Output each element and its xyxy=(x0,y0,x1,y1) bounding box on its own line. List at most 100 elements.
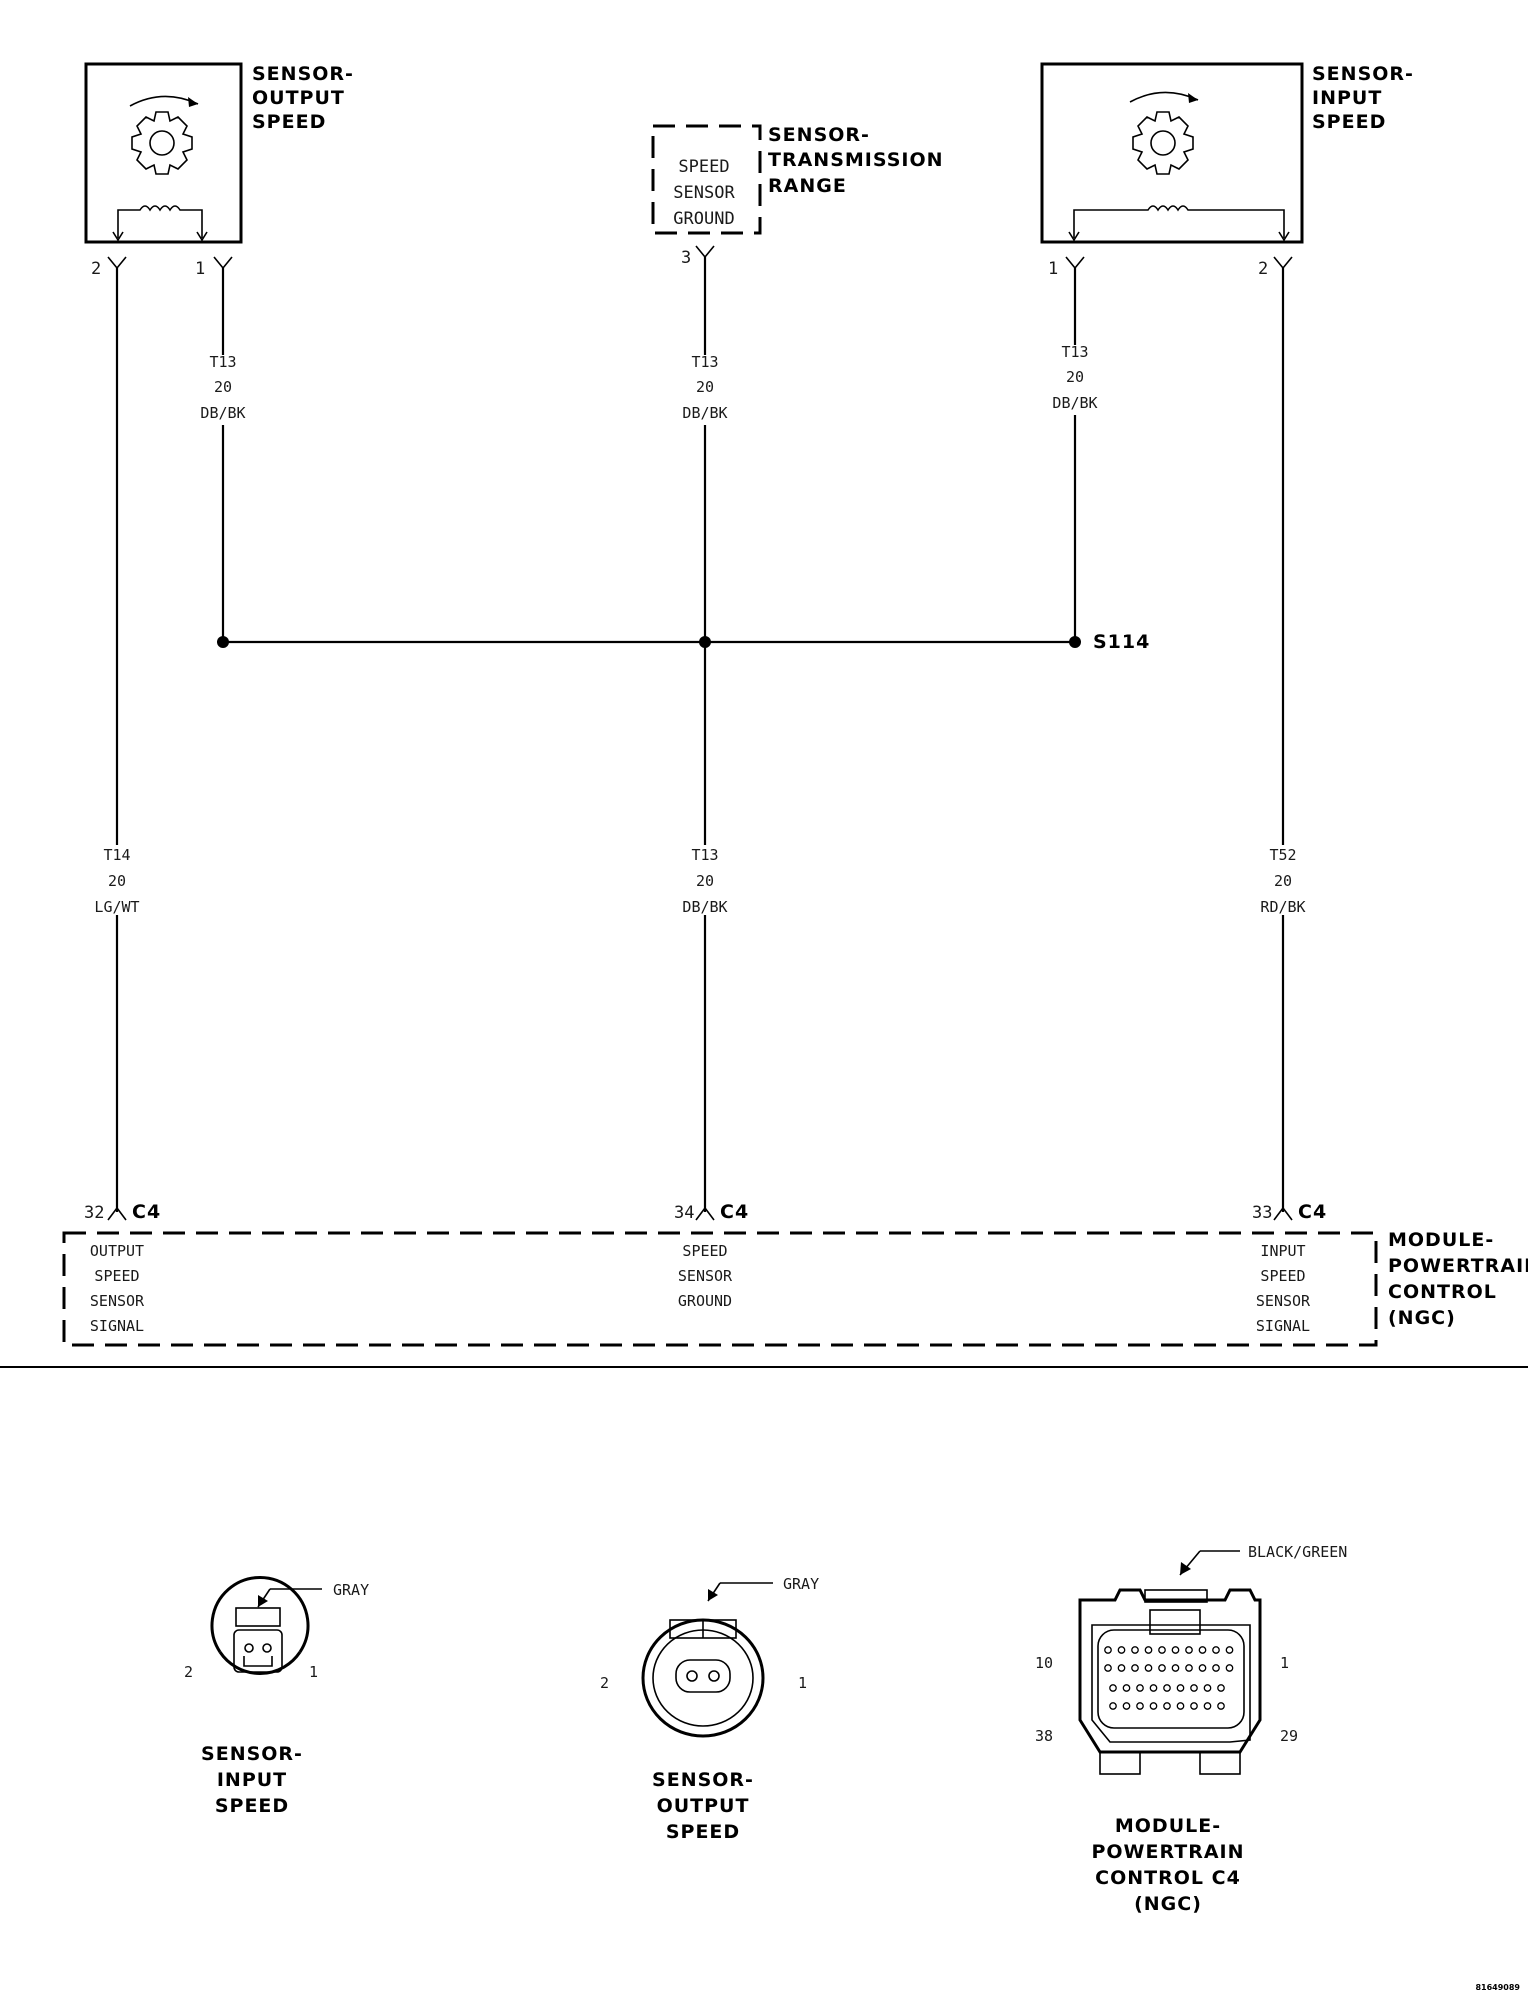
pcm-label-right: SPEED xyxy=(1260,1267,1305,1285)
pcm-pin-34: 34 xyxy=(674,1203,694,1223)
pcm-pin-cavity xyxy=(1203,1702,1212,1710)
pcm-connector-c4: C4 xyxy=(132,1201,161,1223)
wire-label: DB/BK xyxy=(200,404,245,422)
pcm-title-1: MODULE- xyxy=(1388,1229,1494,1251)
sensor-range-inner-3: GROUND xyxy=(673,209,734,229)
pcm-pin-cavity xyxy=(1158,1646,1166,1654)
wire-label: 20 xyxy=(696,872,714,890)
sensor-output-title-1: SENSOR- xyxy=(252,63,354,85)
wire-label: T14 xyxy=(103,846,130,864)
pcm-connector-color: BLACK/GREEN xyxy=(1248,1543,1347,1561)
pcm-pin-cavity xyxy=(1131,1646,1139,1654)
rotation-arrow-icon xyxy=(129,95,199,107)
pcm-label-left: SPEED xyxy=(94,1267,139,1285)
pcm-pin-cavity xyxy=(1104,1664,1112,1672)
connector-view-output: GRAY 2 1 SENSOR- OUTPUT SPEED xyxy=(600,1575,819,1843)
connector-terminal-icon xyxy=(1065,256,1085,270)
sensor-input-title-2: INPUT xyxy=(1312,87,1382,109)
pcm-label-right: INPUT xyxy=(1260,1242,1305,1260)
pcm-pin-cavity xyxy=(1225,1646,1234,1654)
sensor-range-title-3: RANGE xyxy=(768,175,847,197)
sensor-range-title-1: SENSOR- xyxy=(768,124,870,146)
pcm-pin-cavity xyxy=(1171,1646,1180,1654)
sensor-input-pin-1: 1 xyxy=(1048,259,1058,279)
figure-id: 81649089 xyxy=(1475,1983,1520,1992)
sensor-range-title-2: TRANSMISSION xyxy=(768,149,944,171)
pcm-pin-cavity xyxy=(1217,1684,1225,1692)
pcm-pin-cavity xyxy=(1109,1702,1117,1710)
rotation-arrow-icon xyxy=(1129,91,1199,103)
pcm-view-pin-38: 38 xyxy=(1035,1727,1053,1745)
pcm-pin-32: 32 xyxy=(84,1203,104,1223)
pcm-pin-cavity xyxy=(1117,1664,1126,1672)
sensor-transmission-range: SPEED SENSOR GROUND SENSOR- TRANSMISSION… xyxy=(651,124,944,268)
output-connector-color: GRAY xyxy=(783,1575,819,1593)
pcm-pin-cavity xyxy=(1149,1684,1158,1692)
pcm-pin-cavity xyxy=(1212,1646,1220,1654)
pcm-view-title-2: POWERTRAIN xyxy=(1091,1841,1244,1863)
connector-view-pcm: BLACK/GREEN 10 1 38 29 MODULE- POWERTRAI… xyxy=(1035,1543,1347,1915)
pcm-title-3: CONTROL xyxy=(1388,1281,1497,1303)
pcm-pin-cavity xyxy=(1176,1702,1185,1710)
pcm-view-title-4: (NGC) xyxy=(1134,1893,1202,1915)
connector-terminal-icon xyxy=(107,1206,127,1221)
pcm-pin-cavity xyxy=(1198,1664,1207,1672)
wire-label: T52 xyxy=(1269,846,1296,864)
connector-terminal-icon xyxy=(107,256,127,270)
input-pin-1: 1 xyxy=(309,1663,318,1681)
sensor-input-title-1: SENSOR- xyxy=(1312,63,1414,85)
connector-terminal-icon xyxy=(1273,256,1293,270)
pcm-label-left: OUTPUT xyxy=(90,1242,144,1260)
pcm-pin-cavity xyxy=(1171,1664,1180,1672)
output-view-title-2: OUTPUT xyxy=(657,1795,750,1817)
pcm-view-title-3: CONTROL C4 xyxy=(1095,1867,1241,1889)
connector-view-input: GRAY 2 1 SENSOR- INPUT SPEED xyxy=(184,1575,369,1817)
pcm-pin-cavity xyxy=(1225,1664,1234,1672)
pcm-label-left: SENSOR xyxy=(90,1292,145,1310)
wires: S114 T13 20 DB/BK T13 20 DB/BK T13 20 DB… xyxy=(94,257,1306,1212)
output-view-title-3: SPEED xyxy=(666,1821,740,1843)
coil-icon xyxy=(1068,205,1290,242)
pcm-view-pin-29: 29 xyxy=(1280,1727,1298,1745)
sensor-range-inner-2: SENSOR xyxy=(673,183,735,203)
pcm-pin-cavity xyxy=(1163,1684,1171,1692)
wire-label: T13 xyxy=(209,353,236,371)
pcm-box xyxy=(62,1231,1378,1347)
splice-node xyxy=(217,636,229,648)
input-pin-2: 2 xyxy=(184,1663,193,1681)
wire-label: 20 xyxy=(1274,872,1292,890)
wire-label: 20 xyxy=(696,378,714,396)
pcm-pin-cavity xyxy=(1144,1664,1153,1672)
connector-terminal-icon xyxy=(695,245,715,259)
sensor-output-box xyxy=(84,62,243,244)
pcm-pin-cavity xyxy=(1136,1684,1144,1692)
pcm-pin-cavity xyxy=(1109,1684,1117,1692)
wire-label: LG/WT xyxy=(94,898,139,916)
sensor-output-title-3: SPEED xyxy=(252,111,326,133)
gear-icon xyxy=(131,111,193,175)
pcm-label-left: SIGNAL xyxy=(90,1317,144,1335)
pcm-label-mid: GROUND xyxy=(678,1292,732,1310)
pcm-pin-cavity xyxy=(1190,1702,1198,1710)
wire-label: T13 xyxy=(691,846,718,864)
connector-terminal-icon xyxy=(1273,1206,1293,1221)
pcm-pin-33: 33 xyxy=(1252,1203,1272,1223)
sensor-input-speed: SENSOR- INPUT SPEED 1 2 xyxy=(1040,62,1414,279)
pcm-label-right: SIGNAL xyxy=(1256,1317,1310,1335)
splice-label: S114 xyxy=(1093,631,1150,653)
wire-label: T13 xyxy=(1061,343,1088,361)
wire-label: 20 xyxy=(214,378,232,396)
connector-terminal-icon xyxy=(213,256,233,270)
input-view-title-1: SENSOR- xyxy=(201,1743,303,1765)
wire-label: RD/BK xyxy=(1260,898,1305,916)
wire-label: DB/BK xyxy=(682,404,727,422)
pcm-connector-c4: C4 xyxy=(720,1201,749,1223)
pcm-connector-c4: C4 xyxy=(1298,1201,1327,1223)
wire-label: T13 xyxy=(691,353,718,371)
coil-icon xyxy=(112,205,208,242)
pcm-pin-cavity xyxy=(1136,1702,1144,1710)
input-view-title-3: SPEED xyxy=(215,1795,289,1817)
sensor-input-title-3: SPEED xyxy=(1312,111,1386,133)
sensor-output-pin-1: 1 xyxy=(195,259,205,279)
